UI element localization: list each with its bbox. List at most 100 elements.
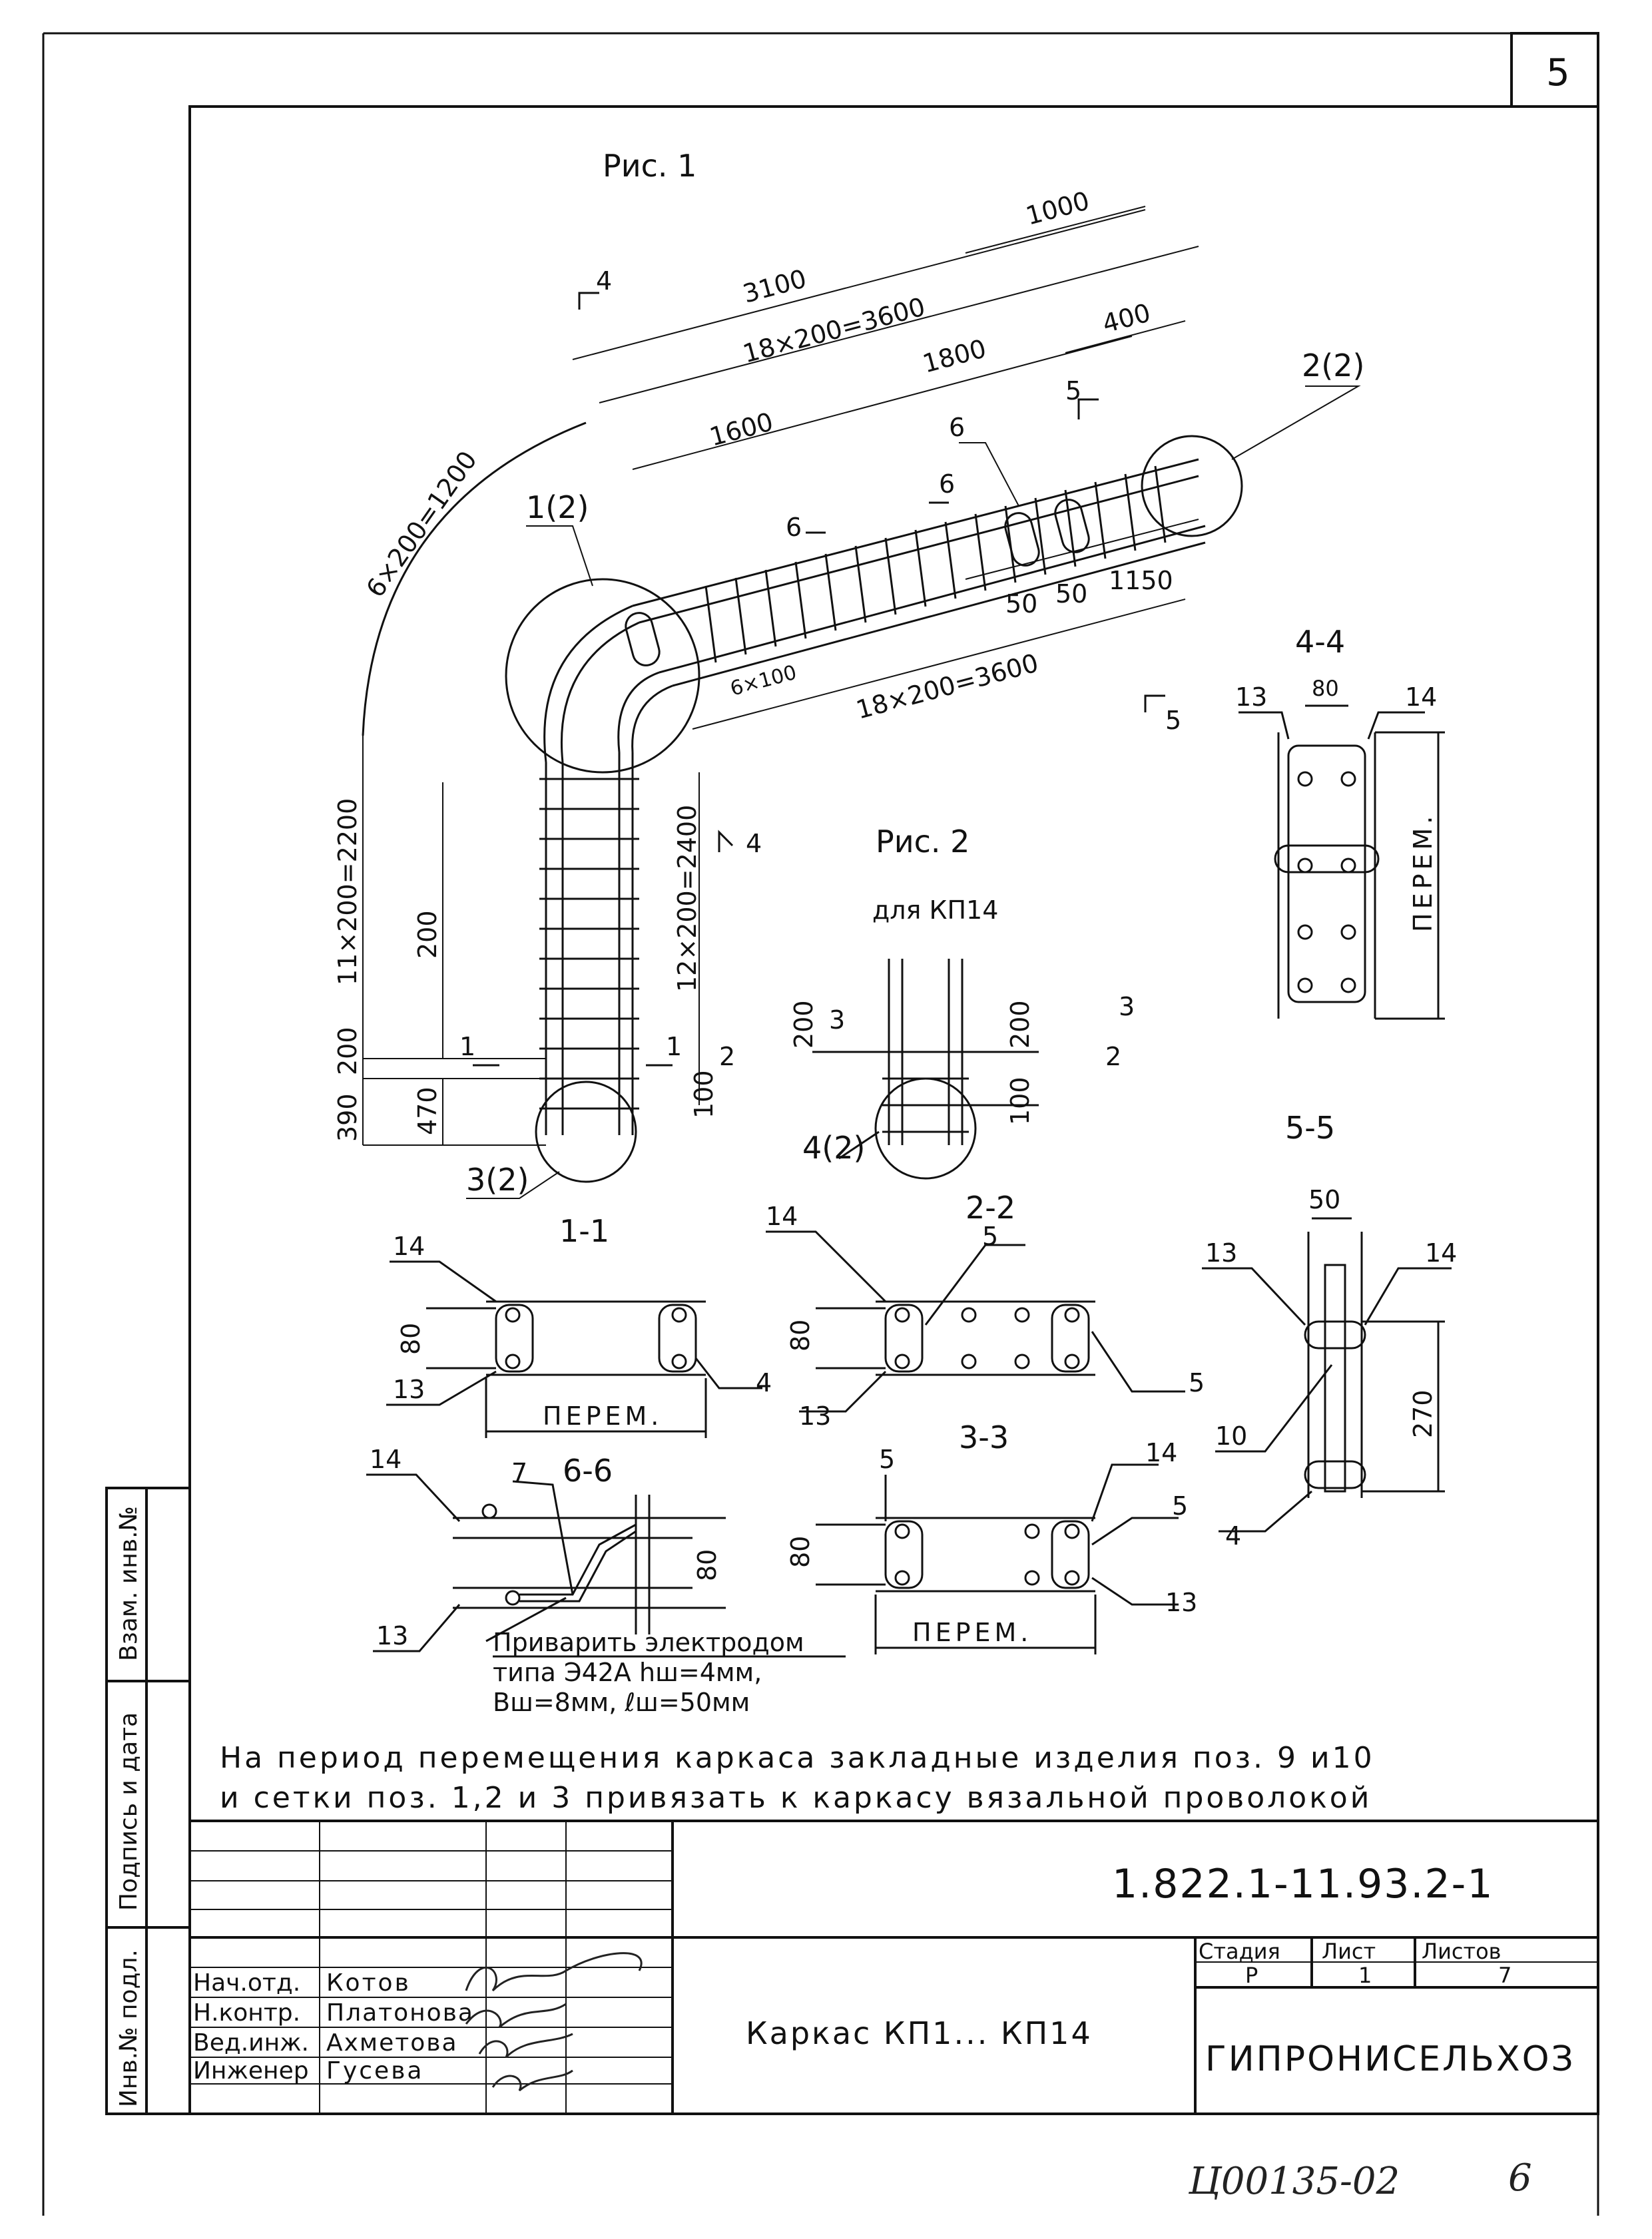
dim-18x200-top: 18×200=3600 — [740, 292, 928, 368]
section-3-3-pos14: 14 — [1145, 1438, 1177, 1467]
section-5-5-pos4: 4 — [1225, 1521, 1241, 1551]
cut-6-right: 6 — [939, 469, 955, 499]
dim-400: 400 — [1099, 298, 1153, 338]
section-3-3-perem: ПЕРЕМ. — [912, 1618, 1032, 1647]
section-1-1 — [386, 1260, 762, 1438]
section-1-1-pos4: 4 — [756, 1368, 772, 1397]
weld-note-line2: типа Э42А hш=4мм, — [493, 1658, 762, 1687]
section-5-5-pos13: 13 — [1205, 1238, 1237, 1268]
sheets-value: 7 — [1498, 1963, 1512, 1988]
side-stamp — [105, 1487, 191, 2115]
figure2-subtitle: для КП14 — [872, 895, 998, 925]
dim-1000: 1000 — [1023, 186, 1093, 231]
dim-390: 390 — [333, 1093, 362, 1142]
side-stamp-sign-date: Подпись и дата — [115, 1712, 142, 1911]
cut-5-top: 5 — [1065, 376, 1081, 405]
callout-2-2: 2(2) — [1302, 348, 1364, 383]
page-number: 5 — [1546, 51, 1570, 95]
section-6-6-dim80: 80 — [692, 1549, 722, 1581]
section-1-1-dim80: 80 — [396, 1323, 425, 1355]
dim-18x200-bottom: 18×200=3600 — [853, 648, 1041, 724]
dim-200b: 200 — [333, 1027, 362, 1075]
callout-6: 6 — [949, 413, 965, 442]
dim-12x200: 12×200=2400 — [673, 805, 702, 992]
section-2-2-pos13: 13 — [799, 1401, 831, 1431]
section-4-4-pos13: 13 — [1235, 682, 1267, 712]
name-lead-engineer: Ахметова — [326, 2029, 458, 2057]
cut-4-top: 4 — [596, 266, 612, 296]
fig2-cut-2-left: 2 — [719, 1042, 735, 1071]
figure1-drawing — [362, 421, 1243, 1183]
stage-label: Стадия — [1199, 1939, 1280, 1964]
section-1-1-pos13: 13 — [393, 1375, 425, 1404]
figure1-embedded-plates — [625, 499, 1090, 666]
section-1-1-perem: ПЕРЕМ. — [543, 1401, 663, 1431]
section-5-5-pos14: 14 — [1425, 1238, 1457, 1268]
side-stamp-inv-orig: Инв.№ подл. — [115, 1949, 142, 2107]
figure1-leaders — [466, 385, 1361, 1199]
dim-100: 100 — [689, 1070, 718, 1119]
dim-11x200: 11×200=2200 — [333, 798, 362, 985]
dim-1800: 1800 — [920, 334, 989, 379]
object-title: Каркас КП1... КП14 — [746, 2015, 1093, 2051]
name-head-dept: Котов — [326, 1969, 411, 1997]
cut-6-left: 6 — [786, 513, 802, 542]
name-engineer: Гусева — [326, 2057, 423, 2085]
dim-1600: 1600 — [706, 407, 776, 452]
section-3-3-pos5a: 5 — [879, 1445, 895, 1474]
figure1-section-marks — [473, 292, 1165, 1067]
stage-value: Р — [1245, 1963, 1258, 1988]
section-6-6 — [366, 1473, 726, 1652]
role-engineer: Инженер — [193, 2057, 309, 2085]
callout-3-2: 3(2) — [466, 1162, 529, 1198]
role-norm-control: Н.контр. — [193, 1999, 300, 2027]
dim-1150: 1150 — [1109, 566, 1173, 595]
fig2-cut-2-right: 2 — [1105, 1042, 1121, 1071]
footer-page: 6 — [1508, 2156, 1532, 2200]
fig2-dim-200-right: 200 — [1005, 1000, 1035, 1049]
section-3-3-dim80: 80 — [786, 1536, 815, 1568]
name-norm-control: Платонова — [326, 1999, 474, 2027]
section-4-4-pos14: 14 — [1405, 682, 1437, 712]
footer-code: Ц00135-02 — [1188, 2160, 1400, 2203]
signatures — [465, 1952, 643, 2092]
figure1-title: Рис. 1 — [603, 148, 696, 184]
section-3-3-pos13: 13 — [1165, 1588, 1197, 1617]
figure1-stirrups-sloped — [704, 465, 1167, 663]
figure2-drawing — [812, 959, 1039, 1180]
fig2-dim-200-left: 200 — [789, 1000, 818, 1049]
section-2-2-pos5a: 5 — [982, 1222, 998, 1251]
sheet-frame — [42, 32, 1599, 2216]
sheet-value: 1 — [1358, 1963, 1372, 1988]
dim-6x200: 6×200=1200 — [360, 445, 483, 603]
section-6-6-title: 6-6 — [563, 1453, 613, 1489]
cut-1-left: 1 — [459, 1032, 475, 1061]
section-2-2-dim80: 80 — [786, 1320, 815, 1352]
section-1-1-pos14: 14 — [393, 1232, 425, 1261]
section-5-5-pos10: 10 — [1215, 1421, 1247, 1451]
organization: ГИПРОНИСЕЛЬХОЗ — [1205, 2039, 1575, 2079]
section-6-6-pos14: 14 — [370, 1445, 402, 1474]
dim-50b: 50 — [1055, 579, 1087, 609]
document-code: 1.822.1-11.93.2-1 — [1112, 1861, 1494, 1907]
section-2-2 — [766, 1230, 1185, 1413]
title-block-grid — [190, 1820, 1598, 2114]
fig2-dim-100: 100 — [1005, 1077, 1035, 1125]
side-stamp-inv-replace: Взам. инв.№ — [115, 1506, 142, 1661]
fig2-callout-4-2: 4(2) — [802, 1130, 865, 1166]
dim-3100: 3100 — [740, 264, 810, 309]
section-4-4 — [1239, 704, 1445, 1020]
section-5-5-dim50: 50 — [1308, 1185, 1340, 1214]
section-4-4-title: 4-4 — [1295, 624, 1345, 660]
sheets-label: Листов — [1422, 1939, 1502, 1964]
section-4-4-perem: ПЕРЕМ. — [1408, 812, 1438, 932]
section-6-6-pos13: 13 — [376, 1621, 408, 1650]
cut-5-bottom: 5 — [1165, 706, 1181, 735]
general-note-line1: На период перемещения каркаса закладные … — [220, 1741, 1375, 1775]
fig2-cut-3-left: 3 — [829, 1005, 845, 1035]
section-2-2-title: 2-2 — [965, 1190, 1015, 1226]
section-4-4-dim80: 80 — [1312, 676, 1339, 701]
figure1-dimension-lines — [362, 206, 1199, 1146]
weld-note-line3: Вш=8мм, ℓш=50мм — [493, 1688, 750, 1717]
